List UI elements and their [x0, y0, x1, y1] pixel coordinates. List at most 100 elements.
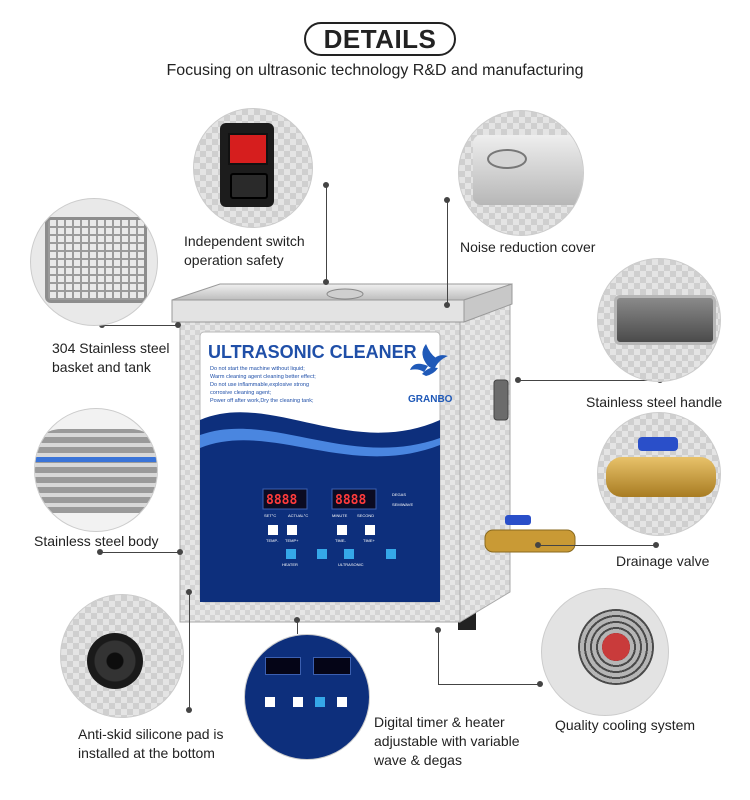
wave-navy: [200, 412, 440, 602]
side-handle: [493, 379, 509, 421]
connector-dot-cover-top: [444, 197, 450, 203]
button-temp-plus: [287, 525, 297, 535]
label-degas: DEGAS: [392, 492, 406, 497]
feature-label-basket: 304 Stainless steel basket and tank: [52, 339, 170, 377]
label-time-plus: TIME+: [363, 538, 376, 543]
feature-panel-line1: Digital timer & heater: [374, 714, 505, 730]
connector-cooling-v: [438, 630, 439, 684]
valve-handle: [505, 515, 531, 525]
warning-line-2: Warm cleaning agent cleaning better effe…: [210, 374, 316, 380]
connector-handle: [518, 380, 660, 381]
connector-dot-cover-bottom: [444, 302, 450, 308]
connector-dot-body-right: [177, 549, 183, 555]
product-name: ULTRASONIC CLEANER: [208, 342, 417, 362]
button-heater: [286, 549, 296, 559]
connector-basket: [102, 325, 178, 326]
steel-body-icon: [35, 429, 157, 513]
connector-valve: [538, 545, 656, 546]
feature-switch-line2: operation safety: [184, 252, 284, 268]
warning-line-3: Do not use inflammable,explosive strong: [210, 382, 309, 388]
label-minute: MINUTE: [332, 513, 348, 518]
feature-label-body: Stainless steel body: [34, 533, 159, 549]
lid-front: [171, 299, 465, 323]
connector-dot-pad-bottom: [186, 707, 192, 713]
label-time-minus: TIME-: [335, 538, 347, 543]
feature-label-valve: Drainage valve: [616, 553, 710, 569]
feature-label-cover: Noise reduction cover: [460, 239, 596, 255]
label-actual: ACTUAL°C: [288, 513, 308, 518]
valve-body: [484, 529, 576, 553]
connector-switch: [326, 185, 327, 282]
cover-lid-icon: [473, 135, 583, 205]
ultrasonic-cleaner-illustration: ULTRASONIC CLEANER GRANBO Do not start t…: [171, 283, 576, 630]
power-switch-icon: [220, 123, 274, 207]
detail-circle-basket: [30, 198, 158, 326]
feature-pad-line1: Anti-skid silicone pad is: [78, 726, 224, 742]
display-left: 8888: [266, 493, 297, 508]
connector-dot-cooling-top: [435, 627, 441, 633]
subtitle: Focusing on ultrasonic technology R&D an…: [166, 62, 584, 79]
button-semiwave: [386, 549, 396, 559]
connector-panel: [297, 620, 298, 634]
details-title-pill: DETAILS: [304, 22, 456, 56]
basket-icon: [45, 217, 147, 303]
connector-pad: [189, 592, 190, 710]
warning-line-4: corrosive cleaning agent;: [210, 390, 272, 396]
feature-label-cooling: Quality cooling system: [555, 717, 696, 733]
connector-dot-valve-right: [653, 542, 659, 548]
detail-circle-cover: [458, 110, 584, 236]
display-left-bg: [262, 488, 308, 510]
feature-switch-line1: Independent switch: [184, 233, 305, 249]
display-right: 8888: [335, 493, 366, 508]
wave-blue: [200, 428, 440, 457]
valve-icon: [606, 457, 716, 497]
detail-circle-handle: [597, 258, 721, 382]
connector-dot-pad-top: [186, 589, 192, 595]
feature-label-handle: Stainless steel handle: [586, 394, 723, 410]
warning-line-5: Power off after work,Dry the cleaning ta…: [210, 398, 314, 404]
feature-label-pad: Anti-skid silicone pad is installed at t…: [78, 725, 224, 763]
button-time-plus: [365, 525, 375, 535]
label-temp-minus: TEMP-: [266, 538, 279, 543]
connector-dot-handle-left: [515, 377, 521, 383]
detail-circle-switch: [193, 108, 313, 228]
lid-knob: [326, 288, 364, 300]
connector-dot-switch-top: [323, 182, 329, 188]
connector-dot-cooling-right: [537, 681, 543, 687]
label-semiwave: SEMIWAVE: [392, 502, 413, 507]
connector-dot-switch-bottom: [323, 279, 329, 285]
label-ultrasonic: ULTRASONIC: [338, 562, 364, 567]
brand-name: GRANBO: [408, 394, 453, 405]
feature-label-switch: Independent switch operation safety: [184, 232, 305, 270]
granbo-logo-icon: [410, 344, 448, 376]
button-temp-minus: [268, 525, 278, 535]
label-temp-plus: TEMP+: [285, 538, 299, 543]
feature-label-panel: Digital timer & heater adjustable with v…: [374, 713, 520, 770]
feature-basket-line2: basket and tank: [52, 359, 151, 375]
connector-body: [100, 552, 180, 553]
connector-cooling-h: [438, 684, 540, 685]
connector-dot-basket-right: [175, 322, 181, 328]
detail-circle-pad: [60, 594, 184, 718]
warning-line-1: Do not start the machine without liquid;: [210, 366, 305, 372]
timer-display-icon: [265, 657, 301, 675]
connector-dot-valve-left: [535, 542, 541, 548]
feature-panel-line3: wave & degas: [374, 752, 462, 768]
label-heater: HEATER: [282, 562, 298, 567]
label-set: SET°C: [264, 513, 276, 518]
silicone-pad-icon: [87, 633, 143, 689]
detail-circle-body: [34, 408, 158, 532]
tank-side: [459, 303, 511, 623]
button-ultrasonic: [344, 549, 354, 559]
display-right-bg: [331, 488, 377, 510]
connector-cover: [447, 200, 448, 305]
connector-dot-body-left: [97, 549, 103, 555]
feature-basket-line1: 304 Stainless steel: [52, 340, 170, 356]
connector-dot-panel-top: [294, 617, 300, 623]
handle-icon: [614, 295, 716, 345]
feature-pad-line2: installed at the bottom: [78, 745, 215, 761]
button-time-minus: [337, 525, 347, 535]
detail-circle-valve: [597, 412, 721, 536]
detail-circle-cooling: [541, 588, 669, 716]
label-second: SECOND: [357, 513, 374, 518]
